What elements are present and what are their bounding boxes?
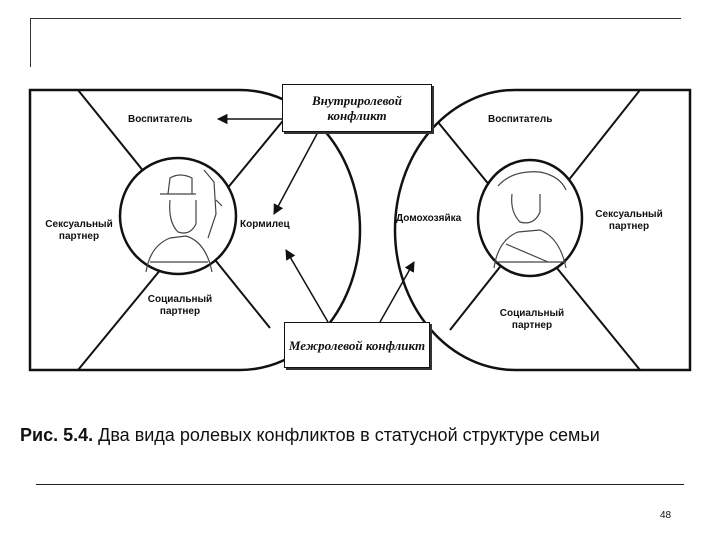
left-role-panel [28,88,362,372]
inter-role-conflict-box: Межролевой конфликт [284,322,430,368]
page-number: 48 [660,510,672,521]
conflict-arrows [216,113,415,323]
footer-divider [36,484,684,485]
right-bottom-label: Социальный партнер [499,308,565,331]
slide-top-frame [30,18,681,67]
right-role-panel [393,88,692,372]
figure-caption: Рис. 5.4. Два вида ролевых конфликтов в … [20,424,710,446]
woman-with-hat-icon [493,171,567,269]
man-with-hat-icon [145,169,223,273]
left-inner-label: Кормилец [240,219,290,230]
figure-caption-text: Два вида ролевых конфликтов в статусной … [98,425,600,445]
role-conflict-diagram [28,88,692,372]
right-inner-label: Домохозяйка [396,213,462,224]
right-side-label: Сексуальный партнер [595,209,663,232]
right-top-label: Воспитатель [488,114,553,125]
intra-role-conflict-box: Внутриролевой конфликт [282,84,432,132]
left-bottom-label: Социальный партнер [147,294,213,317]
left-side-label: Сексуальный партнер [45,219,113,242]
left-top-label: Воспитатель [128,114,193,125]
figure-number: Рис. 5.4. [20,425,94,445]
